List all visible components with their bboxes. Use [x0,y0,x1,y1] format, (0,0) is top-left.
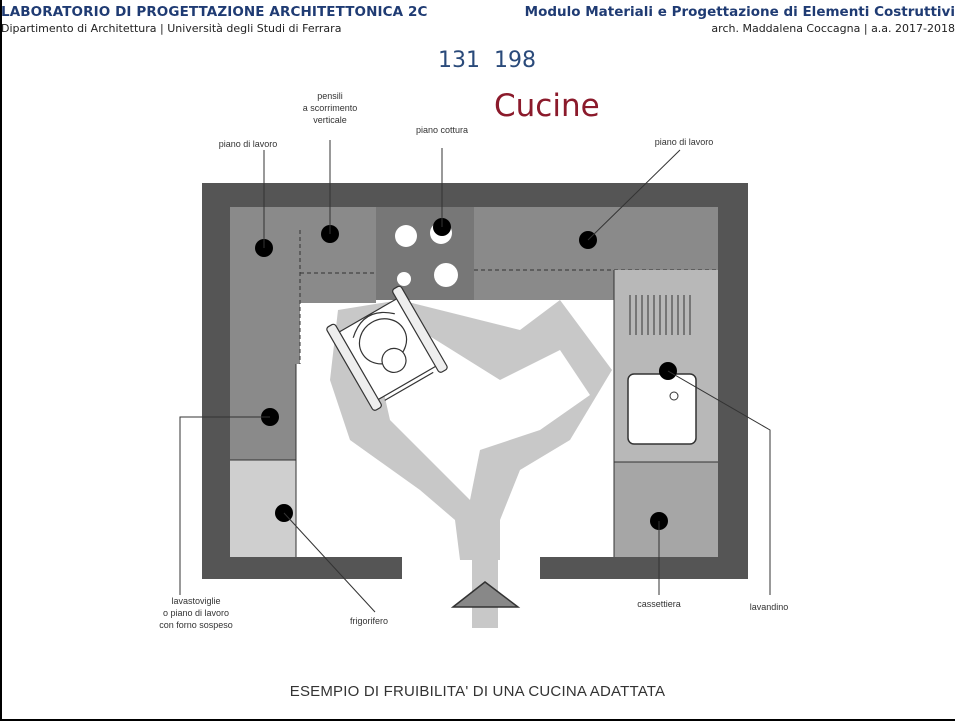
path-inner [372,330,590,500]
label-lavastoviglie-2: o piano di lavoro [163,608,229,618]
slide-title: Cucine [494,88,600,124]
label-piano-cottura: piano cottura [416,125,468,135]
label-lavandino: lavandino [750,602,789,612]
label-pensili-1: pensili [317,91,343,101]
label-lavastoviglie-3: con forno sospeso [159,620,233,630]
label-pensili-3: verticale [313,115,347,125]
label-frigorifero: frigorifero [350,616,388,626]
author-subtitle: arch. Maddalena Coccagna | a.a. 2017-201… [711,22,955,35]
label-piano-lavoro-left: piano di lavoro [219,139,278,149]
right-cabinets [613,270,718,557]
page-total: 198 [494,48,536,73]
department-subtitle: Dipartimento di Architettura | Universit… [1,22,342,35]
label-cassettiera: cassettiera [637,599,681,609]
walls [202,183,748,579]
wheelchair-user-icon [326,285,448,411]
cooktop [376,207,474,300]
leader-lines [179,140,771,613]
figure-caption: ESEMPIO DI FRUIBILITA' DI UNA CUCINA ADA… [289,683,666,700]
module-title: Modulo Materiali e Progettazione di Elem… [524,4,955,20]
label-pensili-2: a scorrimento [303,103,358,113]
course-title: LABORATORIO DI PROGETTAZIONE ARCHITETTON… [1,4,428,20]
label-piano-lavoro-right: piano di lavoro [655,137,714,147]
page-current: 131 [438,48,480,73]
entry-arrow-icon [450,581,521,608]
label-lavastoviglie-1: lavastoviglie [171,596,220,606]
